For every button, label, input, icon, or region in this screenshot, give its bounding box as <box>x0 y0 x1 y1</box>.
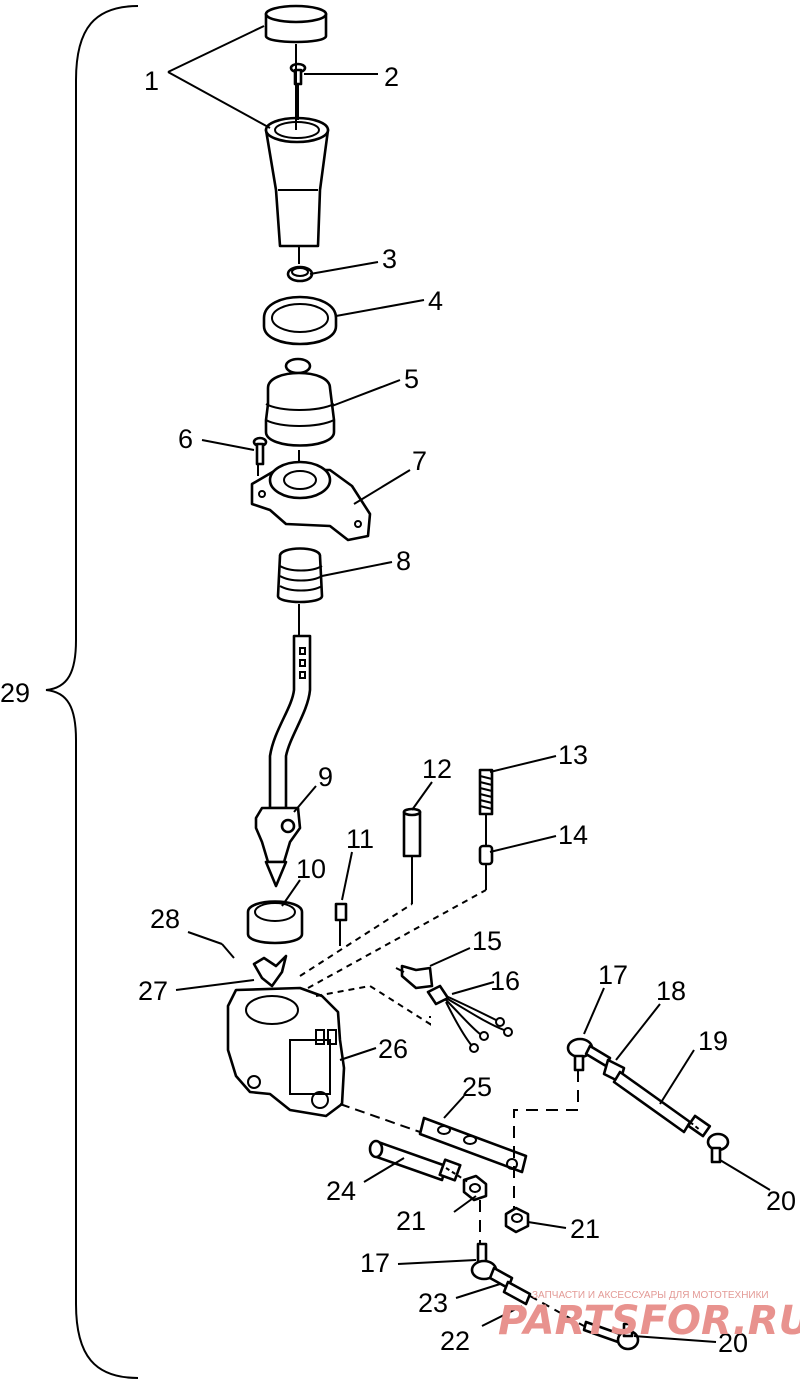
callout-11: 11 <box>346 824 374 854</box>
callout-19: 19 <box>698 1026 728 1056</box>
callout-12: 12 <box>422 754 452 784</box>
shifter-housing <box>226 986 346 1118</box>
large-ring <box>262 295 338 346</box>
knob-cap <box>264 4 328 44</box>
tie-rod <box>612 1070 692 1134</box>
callout-4: 4 <box>428 286 443 316</box>
housing-cover <box>250 460 372 542</box>
callout-27: 27 <box>138 976 168 1006</box>
callout-labels: 1 2 3 4 5 6 7 8 9 10 11 12 13 14 15 16 1… <box>0 62 796 1358</box>
small-ring <box>286 265 314 283</box>
callout-17-lower: 17 <box>360 1248 390 1278</box>
shift-link <box>418 1116 528 1174</box>
callout-5: 5 <box>404 364 419 394</box>
callout-16: 16 <box>490 966 520 996</box>
callout-6: 6 <box>178 424 193 454</box>
bushing <box>246 900 304 945</box>
wiring-harness <box>426 984 513 1053</box>
watermark-brand: PARTSFOR.RU <box>498 1298 800 1344</box>
clip <box>252 954 288 988</box>
assembly-bracket <box>45 5 139 1379</box>
callout-3: 3 <box>382 244 397 274</box>
nut <box>504 1206 530 1234</box>
callout-2: 2 <box>384 62 399 92</box>
callout-14: 14 <box>558 820 588 850</box>
callout-20-lower: 20 <box>718 1328 748 1358</box>
watermark: ЗАПЧАСТИ И АКСЕССУАРЫ ДЛЯ МОТОТЕХНИКИ PA… <box>498 1290 800 1344</box>
callout-21-right: 21 <box>570 1214 600 1244</box>
watermark-tagline: ЗАПЧАСТИ И АКСЕССУАРЫ ДЛЯ МОТОТЕХНИКИ <box>532 1290 769 1301</box>
callout-25: 25 <box>462 1072 492 1102</box>
pin <box>402 807 422 858</box>
callout-9: 9 <box>318 762 333 792</box>
spring <box>478 768 494 816</box>
center-lines <box>257 44 701 1327</box>
rod-end <box>686 1114 730 1164</box>
set-screw <box>334 902 348 922</box>
switch <box>395 964 434 990</box>
shift-rod <box>368 1139 462 1182</box>
bolt <box>252 436 268 466</box>
leader-lines <box>167 25 771 1343</box>
callout-28: 28 <box>150 904 180 934</box>
screw <box>289 62 307 86</box>
nut <box>462 1174 488 1202</box>
shift-lever <box>254 634 312 888</box>
callout-24: 24 <box>326 1176 356 1206</box>
callout-26: 26 <box>378 1034 408 1064</box>
callout-22: 22 <box>440 1326 470 1356</box>
callout-1: 1 <box>144 66 159 96</box>
callout-23: 23 <box>418 1288 448 1318</box>
plunger <box>478 844 494 866</box>
lower-rod <box>502 1280 532 1306</box>
callout-8: 8 <box>396 546 411 576</box>
callout-10: 10 <box>296 854 326 884</box>
shift-boot <box>264 357 336 447</box>
ball-joint <box>566 1037 612 1072</box>
callout-17-upper: 17 <box>598 960 628 990</box>
shift-knob <box>264 116 330 248</box>
callout-20-upper: 20 <box>766 1186 796 1216</box>
callout-18: 18 <box>656 976 686 1006</box>
clip-pin <box>221 943 235 959</box>
callout-7: 7 <box>412 446 427 476</box>
callout-21-left: 21 <box>396 1206 426 1236</box>
rod-end <box>582 1320 640 1351</box>
callout-15: 15 <box>472 926 502 956</box>
bellows <box>276 547 324 604</box>
callout-13: 13 <box>558 740 588 770</box>
ball-joint <box>470 1242 514 1290</box>
callout-29: 29 <box>0 678 30 708</box>
